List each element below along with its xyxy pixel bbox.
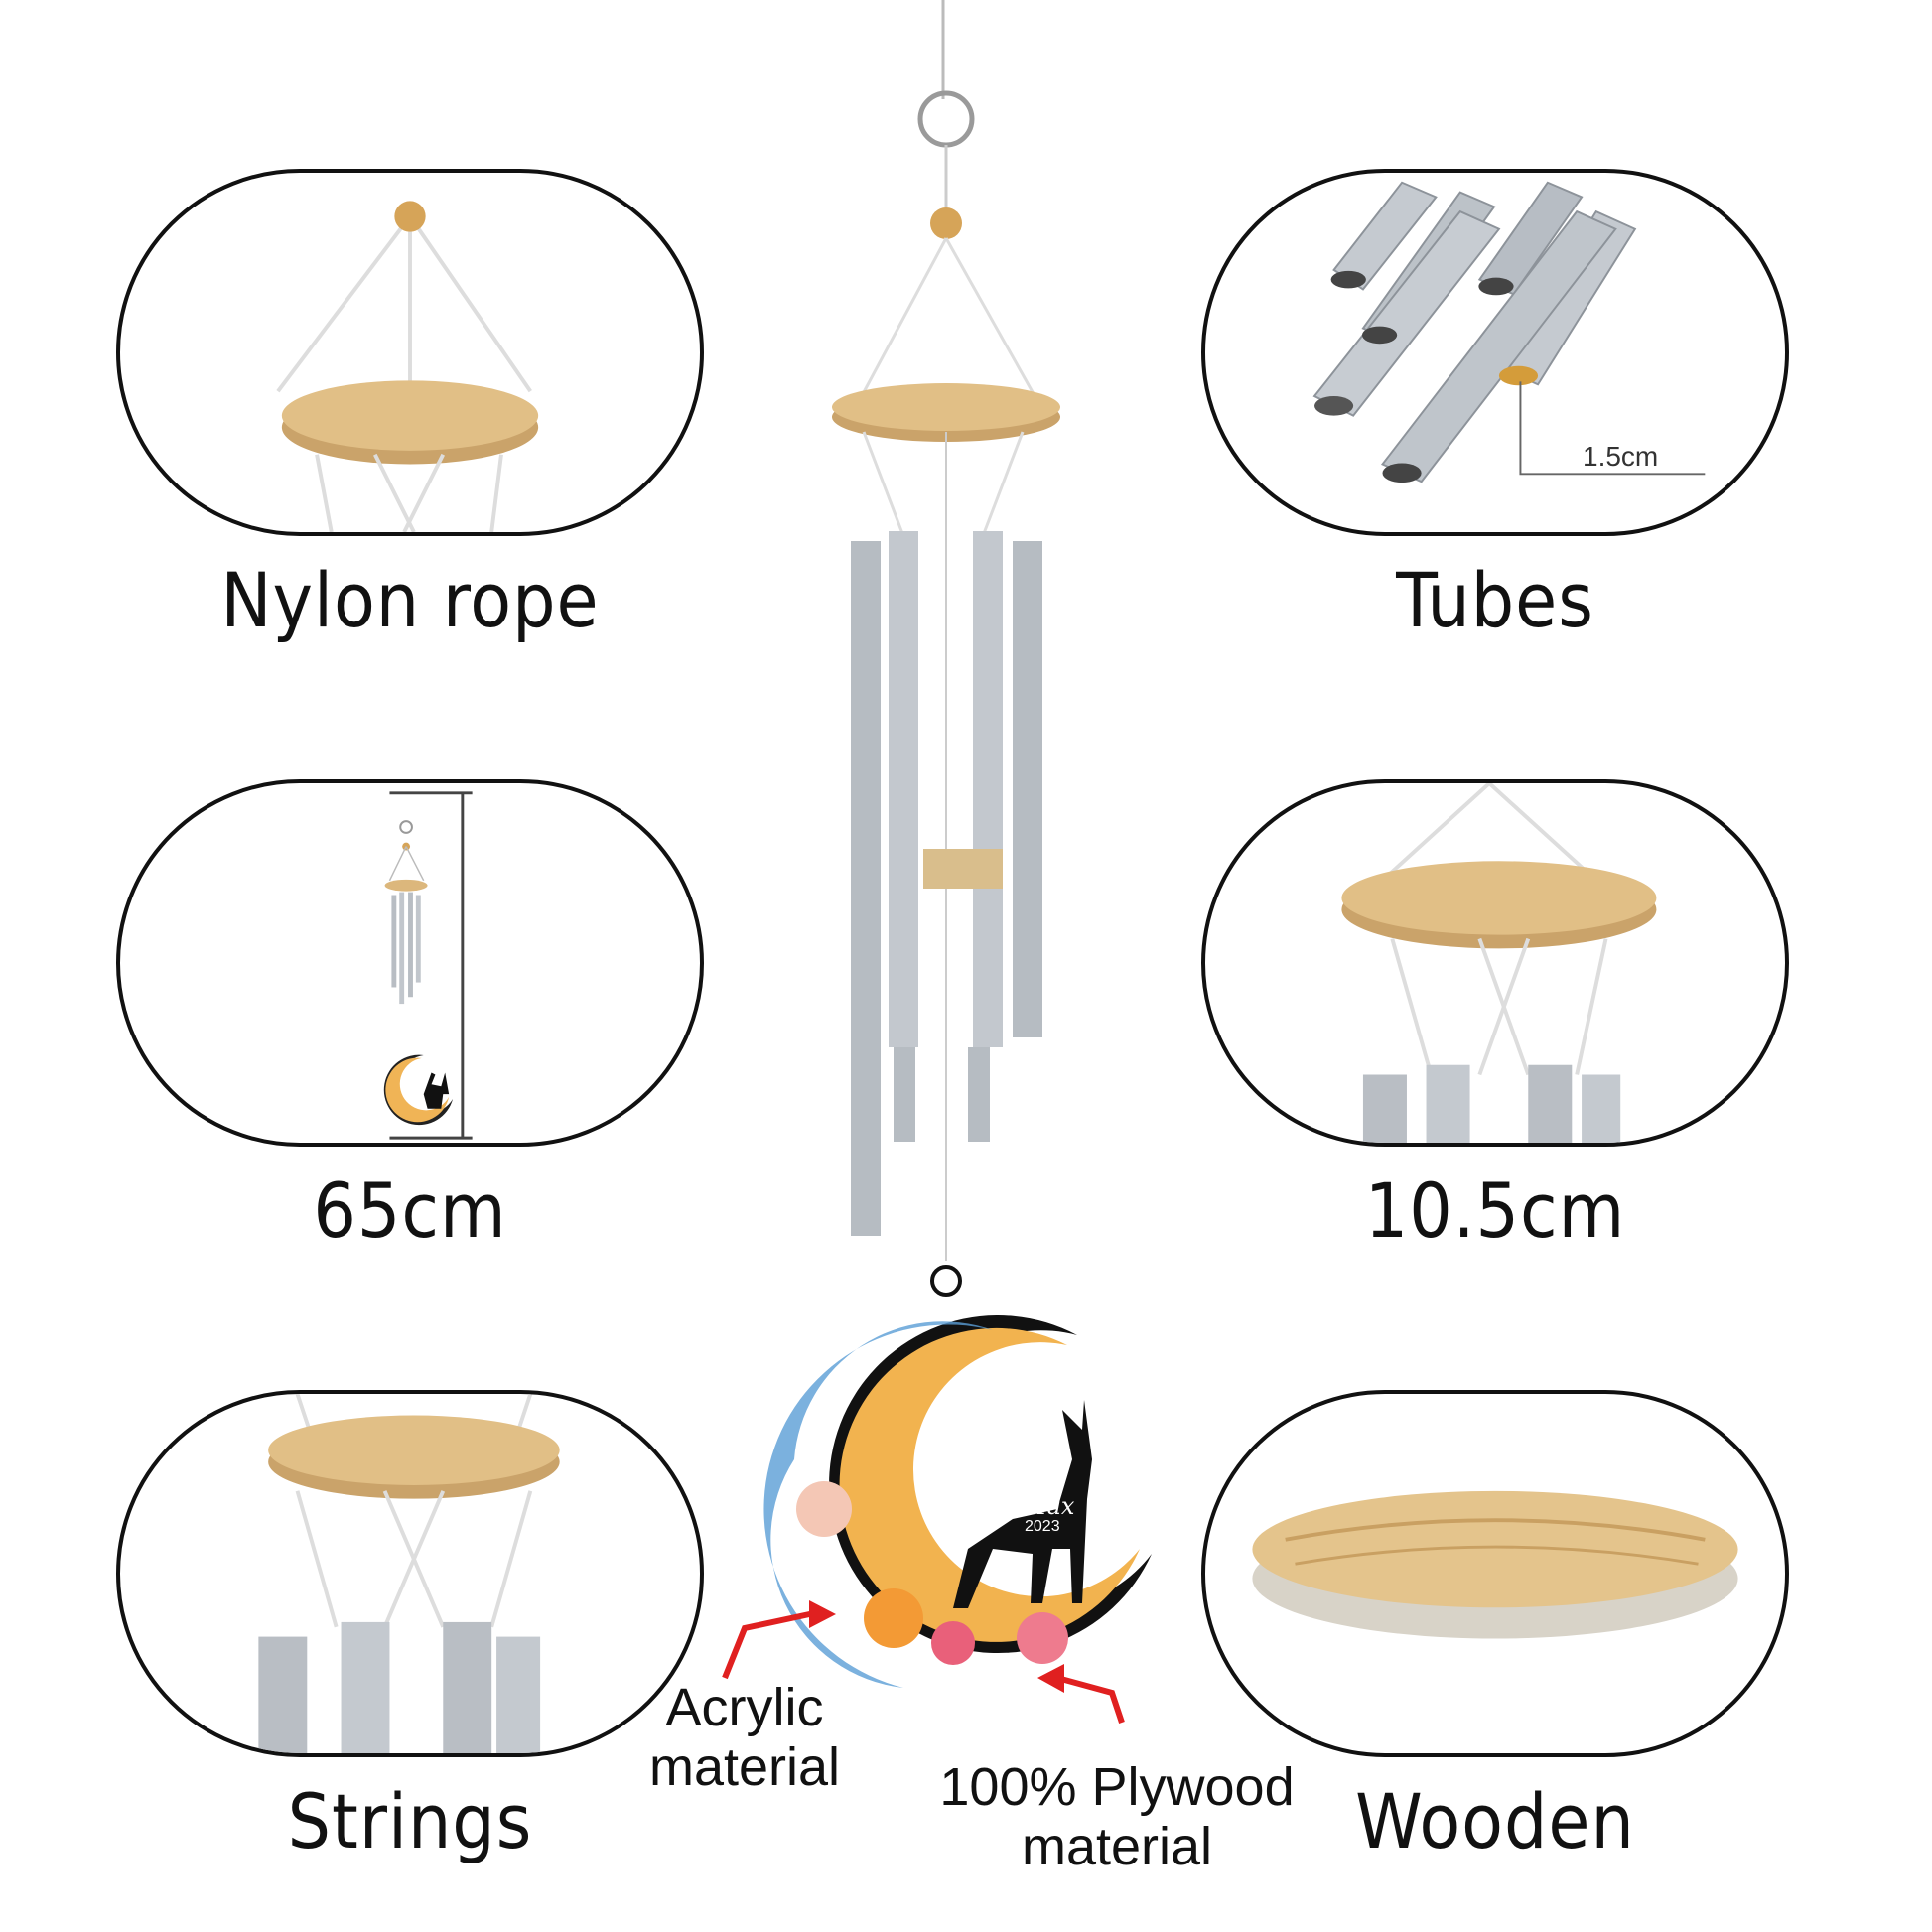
nylon-rope-detail-image bbox=[276, 201, 539, 532]
panel-ring-size bbox=[1201, 779, 1789, 1147]
caption-ring-size: 10.5cm bbox=[1364, 1167, 1626, 1255]
panel-height bbox=[116, 779, 704, 1147]
ornament-name: Max bbox=[1023, 1492, 1075, 1520]
tube-diameter-measure: 1.5cm bbox=[1583, 441, 1659, 472]
caption-wooden: Wooden bbox=[1355, 1777, 1635, 1865]
panel-tubes: 1.5cm bbox=[1201, 169, 1789, 536]
panel-wooden bbox=[1201, 1390, 1789, 1757]
acrylic-note-line-1: Acrylic bbox=[665, 1678, 824, 1737]
ring-detail-image bbox=[1341, 783, 1657, 1143]
wooden-ring-detail-image bbox=[1252, 1490, 1738, 1639]
panel-strings bbox=[116, 1390, 704, 1757]
acrylic-note-line-2: material bbox=[648, 1737, 841, 1797]
tubes-detail-image bbox=[1312, 181, 1706, 483]
panel-nylon-rope bbox=[116, 169, 704, 536]
acrylic-material-note: Acrylic material bbox=[635, 1678, 854, 1797]
caption-height: 65cm bbox=[313, 1167, 507, 1255]
caption-nylon-rope: Nylon rope bbox=[220, 556, 600, 644]
plywood-note-line-2: material bbox=[1021, 1817, 1213, 1876]
plywood-note-line-1: 100% Plywood bbox=[939, 1757, 1295, 1817]
caption-strings: Strings bbox=[287, 1777, 533, 1865]
caption-tubes: Tubes bbox=[1396, 556, 1594, 644]
strings-detail-image bbox=[258, 1394, 560, 1753]
full-length-thumbnail-image bbox=[383, 791, 473, 1140]
ornament-year: 2023 bbox=[1025, 1518, 1060, 1535]
plywood-material-note: 100% Plywood material bbox=[918, 1757, 1315, 1876]
